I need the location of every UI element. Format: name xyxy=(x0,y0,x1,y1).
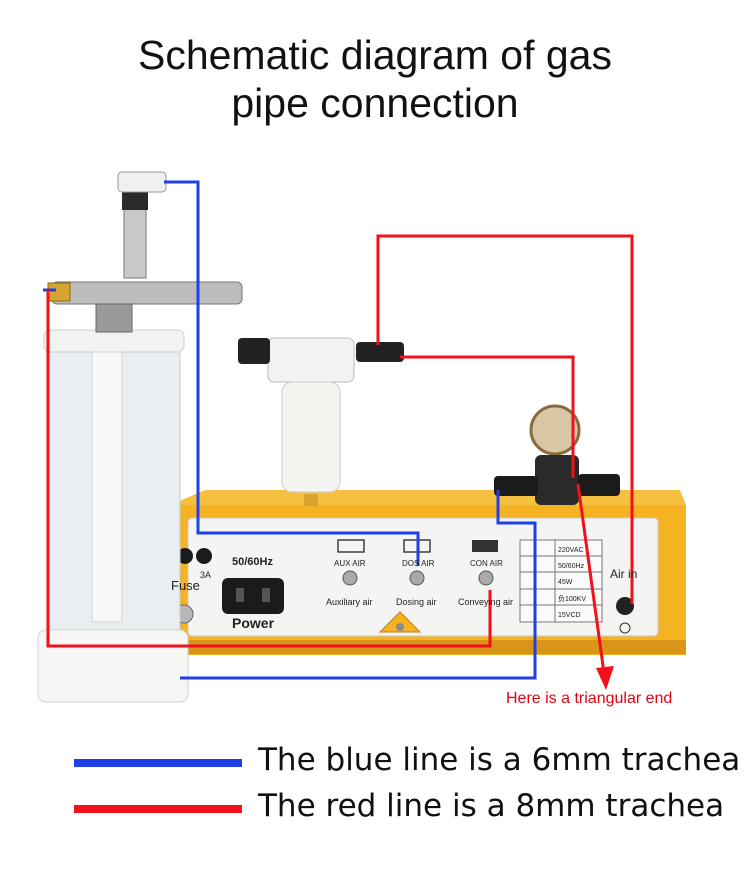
power-label: Power xyxy=(232,615,275,631)
air-in-label: Air in xyxy=(610,567,637,581)
powder-cylinder xyxy=(37,329,189,703)
diagram-title-line2: pipe connection xyxy=(231,80,519,126)
power-socket xyxy=(222,578,284,614)
dos-air-top-label: DOS AIR xyxy=(402,559,435,568)
fuse-rating-label: 3A xyxy=(200,570,211,580)
legend-blue-swatch xyxy=(74,759,242,767)
red-hose-air-in xyxy=(376,234,634,604)
frequency-label: 50/60Hz xyxy=(232,556,273,568)
dosing-air-label: Dosing air xyxy=(396,597,437,607)
ground-symbol xyxy=(619,622,631,634)
annotation-arrow xyxy=(576,483,614,690)
spec-value-3: 45W xyxy=(558,579,573,586)
aux-air-port xyxy=(342,570,358,586)
legend-red-text: The red line is a 8mm trachea xyxy=(258,788,725,824)
red-hose-regulator xyxy=(400,355,575,478)
legend-blue-text: The blue line is a 6mm trachea xyxy=(258,742,741,778)
conveying-air-label: Conveying air xyxy=(458,597,513,607)
diagram-title-line1: Schematic diagram of gas xyxy=(137,32,612,78)
panel-icons xyxy=(337,539,498,553)
red-hoses xyxy=(46,234,634,648)
dosing-air-port xyxy=(409,570,425,586)
air-in-port xyxy=(616,597,634,615)
con-air-top-label: CON AIR xyxy=(470,559,503,568)
spec-value-5: 15VCD xyxy=(558,612,581,619)
triangular-end-annotation: Here is a triangular end xyxy=(506,690,673,707)
spec-value-2: 50/60Hz xyxy=(558,563,585,570)
aux-air-top-label: AUX AIR xyxy=(334,559,366,568)
powder-injector xyxy=(47,171,243,333)
auxiliary-air-label: Auxiliary air xyxy=(326,597,373,607)
blue-hose-dosing xyxy=(164,180,420,566)
legend-red-swatch xyxy=(74,805,242,813)
fuse-holder-2 xyxy=(177,548,193,564)
fuse-holder xyxy=(196,548,212,564)
pressure-gauge xyxy=(494,404,620,505)
spec-value-1: 220VAC xyxy=(558,547,584,554)
spec-value-4: 负100KV xyxy=(558,594,586,603)
air-filter xyxy=(238,337,404,506)
fuse-label: Fuse xyxy=(171,578,200,593)
red-hose-aux xyxy=(46,290,492,648)
panel-screw xyxy=(396,623,404,631)
conveying-air-port xyxy=(478,570,494,586)
blue-hose-conveying xyxy=(180,490,537,680)
